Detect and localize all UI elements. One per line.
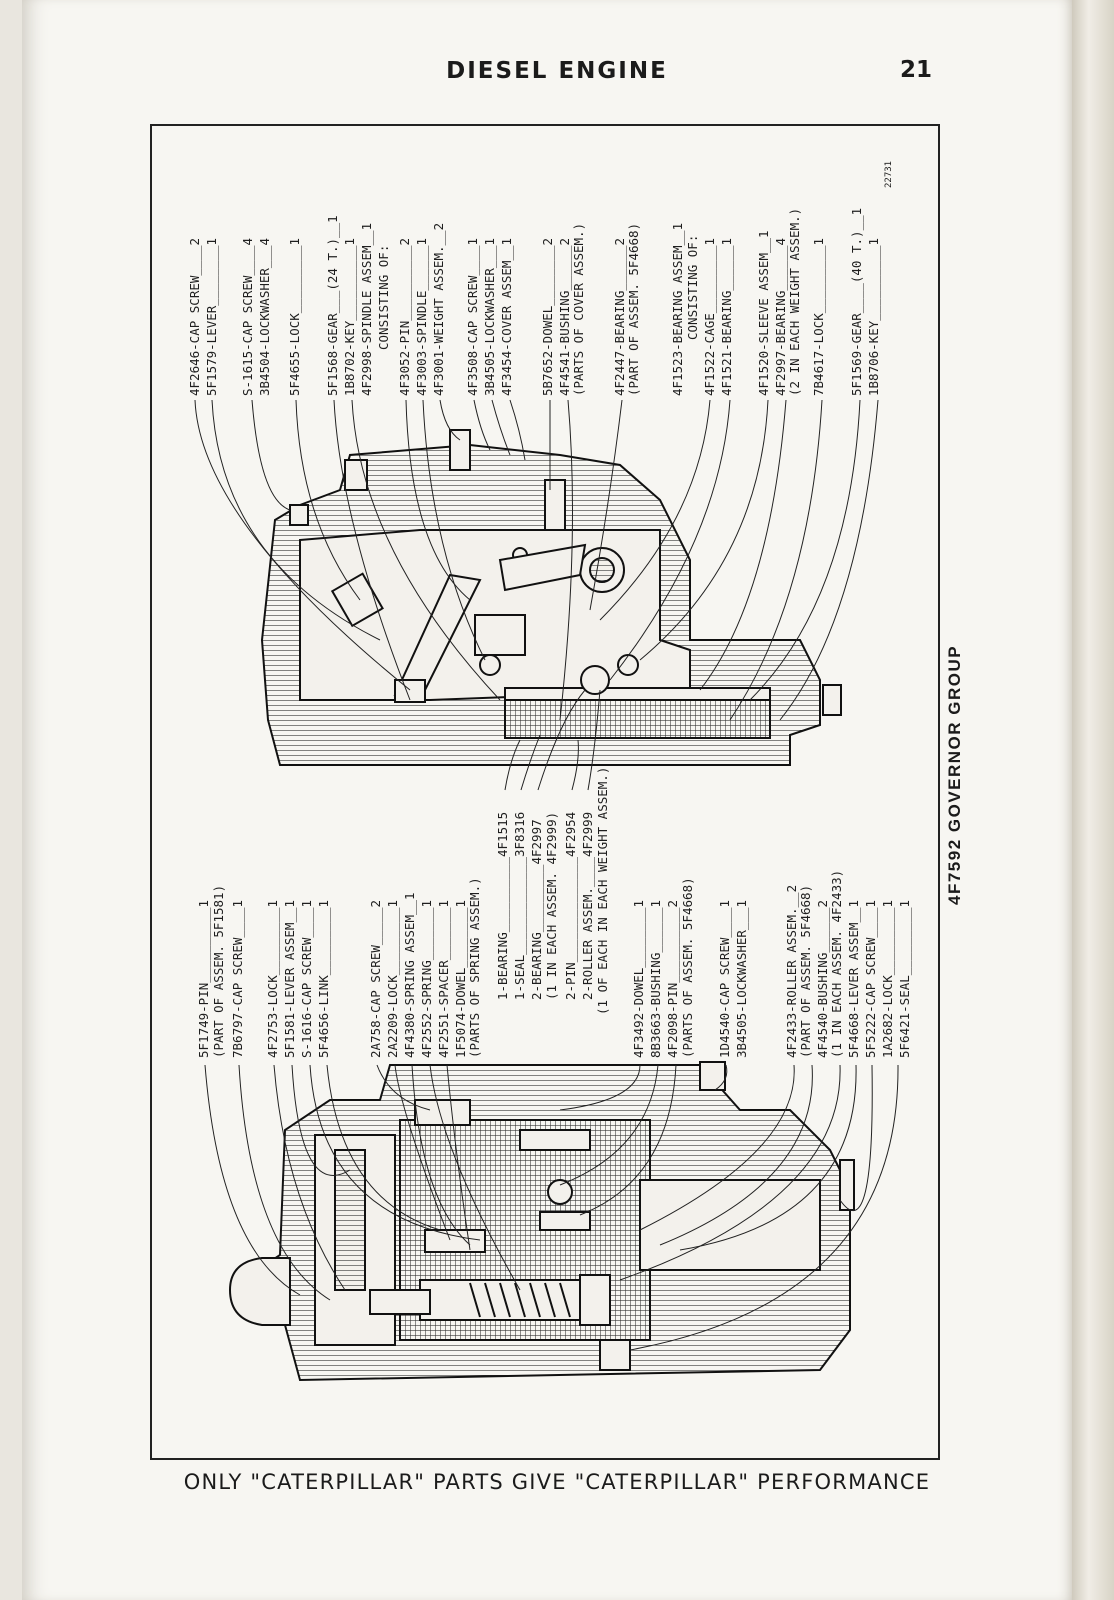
upper-label: S-1615-CAP SCREW____4 xyxy=(240,237,255,396)
upper-label: CONSISTING OF: xyxy=(685,234,700,340)
lower-governor-view xyxy=(228,1061,855,1382)
lower-label: 2A758-CAP SCREW_____2 xyxy=(368,899,383,1058)
lower-label: 2A2209-LOCK_________1 xyxy=(385,899,400,1058)
upper-label: 4F3508-CAP SCREW____1 xyxy=(465,237,480,396)
lower-label: 5F4668-LEVER ASSEM__1 xyxy=(846,899,861,1058)
page-footer-slogan: ONLY "CATERPILLAR" PARTS GIVE "CATERPILL… xyxy=(183,1470,931,1494)
lower-label: 8B3663-BUSHING______1 xyxy=(648,899,663,1058)
upper-label: 4F4541-BUSHING______2 xyxy=(557,237,572,396)
middle-leader-lines xyxy=(504,689,601,791)
upper-label: 3B4504-LOCKWASHER___4 xyxy=(257,237,272,396)
upper-label: 4F1522-CAGE_________1 xyxy=(702,237,717,396)
lower-label: 1F5074-DOWEL________1 xyxy=(453,899,468,1058)
lower-label: 4F3492-DOWEL________1 xyxy=(631,899,646,1058)
lower-label: 5F1749-PIN__________1 xyxy=(196,899,211,1058)
lower-label: 4F4380-SPRING ASSEM__1 xyxy=(402,892,417,1058)
lower-label: 4F2098-PIN__________2 xyxy=(665,899,680,1058)
middle-label: 2-ROLLER ASSEM.____4F2999 xyxy=(580,811,595,1000)
upper-label: 4F3001-WEIGHT ASSEM.__2 xyxy=(431,222,446,396)
upper-leader-lines xyxy=(194,399,879,721)
upper-label: 4F2447-BEARING______2 xyxy=(612,237,627,396)
upper-label: 4F3454-COVER ASSEM__1 xyxy=(499,237,514,396)
upper-label: CONSISTING OF: xyxy=(376,244,391,350)
drawing-number: 22731 xyxy=(884,160,894,188)
upper-label: (2 IN EACH WEIGHT ASSEM.) xyxy=(787,207,802,396)
lower-label: 5F1581-LEVER ASSEM__1 xyxy=(282,899,297,1058)
lower-label: 7B6797-CAP SCREW____1 xyxy=(230,899,245,1058)
lower-label: (PART OF ASSEM. 5F4668) xyxy=(798,884,813,1058)
page-number: 21 xyxy=(900,57,933,83)
lower-label: (1 IN EACH ASSEM. 4F2433) xyxy=(829,869,844,1058)
upper-label: 1B8702-KEY__________1 xyxy=(342,237,357,396)
lower-label: 4F2552-SPRING_______1 xyxy=(419,899,434,1058)
lower-label: 4F2551-SPACER_______1 xyxy=(436,899,451,1058)
middle-label: 1-SEAL_____________3F8316 xyxy=(512,811,527,1000)
upper-label: 4F2646-CAP SCREW____2 xyxy=(187,237,202,396)
lower-label: 5F6421-SEAL_________1 xyxy=(897,899,912,1058)
lower-label: (PARTS OF SPRING ASSEM.) xyxy=(467,877,482,1058)
lower-label: 3B4505-LOCKWASHER___1 xyxy=(734,899,749,1058)
upper-governor-view xyxy=(260,429,842,766)
upper-label: 1B8706-KEY__________1 xyxy=(866,237,881,396)
lower-label: (PART OF ASSEM. 5F1581) xyxy=(211,884,226,1058)
lower-label: 1A2682-LOCK_________1 xyxy=(880,899,895,1058)
middle-label: (1 OF EACH IN EACH WEIGHT ASSEM.) xyxy=(595,766,610,1015)
upper-label: 4F3003-SPINDLE______1 xyxy=(414,237,429,396)
middle-label: (1 IN EACH ASSEM. 4F2999) xyxy=(544,811,559,1000)
lower-label: 5F4656-LINK_________1 xyxy=(316,899,331,1058)
lower-label: (PARTS OF ASSEM. 5F4668) xyxy=(680,877,695,1058)
upper-label: 4F1523-BEARING ASSEM__1 xyxy=(670,222,685,396)
page-edge xyxy=(1072,0,1114,1600)
upper-label: (PARTS OF COVER ASSEM.) xyxy=(571,222,586,396)
lower-label: 4F2753-LOCK_________1 xyxy=(265,899,280,1058)
lower-label: S-1616-CAP SCREW____1 xyxy=(299,899,314,1058)
upper-label: (PART OF ASSEM. 5F4668) xyxy=(626,222,641,396)
lower-label: 4F4540-BUSHING______2 xyxy=(815,899,830,1058)
middle-label: 2-PIN______________4F2954 xyxy=(563,811,578,1000)
figure-frame xyxy=(150,124,940,1460)
lower-leader-lines xyxy=(204,1064,899,1351)
upper-label: 4F1521-BEARING______1 xyxy=(719,237,734,396)
upper-label: 5B7652-DOWEL________2 xyxy=(540,237,555,396)
lower-label: 5F5222-CAP SCREW____1 xyxy=(863,899,878,1058)
upper-label: 5F1569-GEAR____(40 T.)__1 xyxy=(849,207,864,396)
upper-label: 4F2997-BEARING______4 xyxy=(773,237,788,396)
upper-label: 4F1520-SLEEVE ASSEM__1 xyxy=(756,230,771,396)
upper-label: 5F1568-GEAR___(24 T.)__1 xyxy=(325,215,340,396)
upper-label: 7B4617-LOCK_________1 xyxy=(811,237,826,396)
lower-label: 1D4540-CAP SCREW____1 xyxy=(717,899,732,1058)
upper-label: 5F4655-LOCK_________1 xyxy=(287,237,302,396)
lower-label: 4F2433-ROLLER ASSEM.__2 xyxy=(784,884,799,1058)
upper-label: 5F1579-LEVER________1 xyxy=(204,237,219,396)
upper-label: 4F2998-SPINDLE ASSEM__1 xyxy=(359,222,374,396)
upper-label: 3B4505-LOCKWASHER___1 xyxy=(482,237,497,396)
middle-label: 2-BEARING_________4F2997 xyxy=(529,819,544,1000)
upper-label: 4F3052-PIN__________2 xyxy=(397,237,412,396)
governor-group-title: 4F7592 GOVERNOR GROUP xyxy=(945,644,964,905)
page-header-title: DIESEL ENGINE xyxy=(446,58,668,84)
middle-label: 1-BEARING__________4F1515 xyxy=(495,811,510,1000)
